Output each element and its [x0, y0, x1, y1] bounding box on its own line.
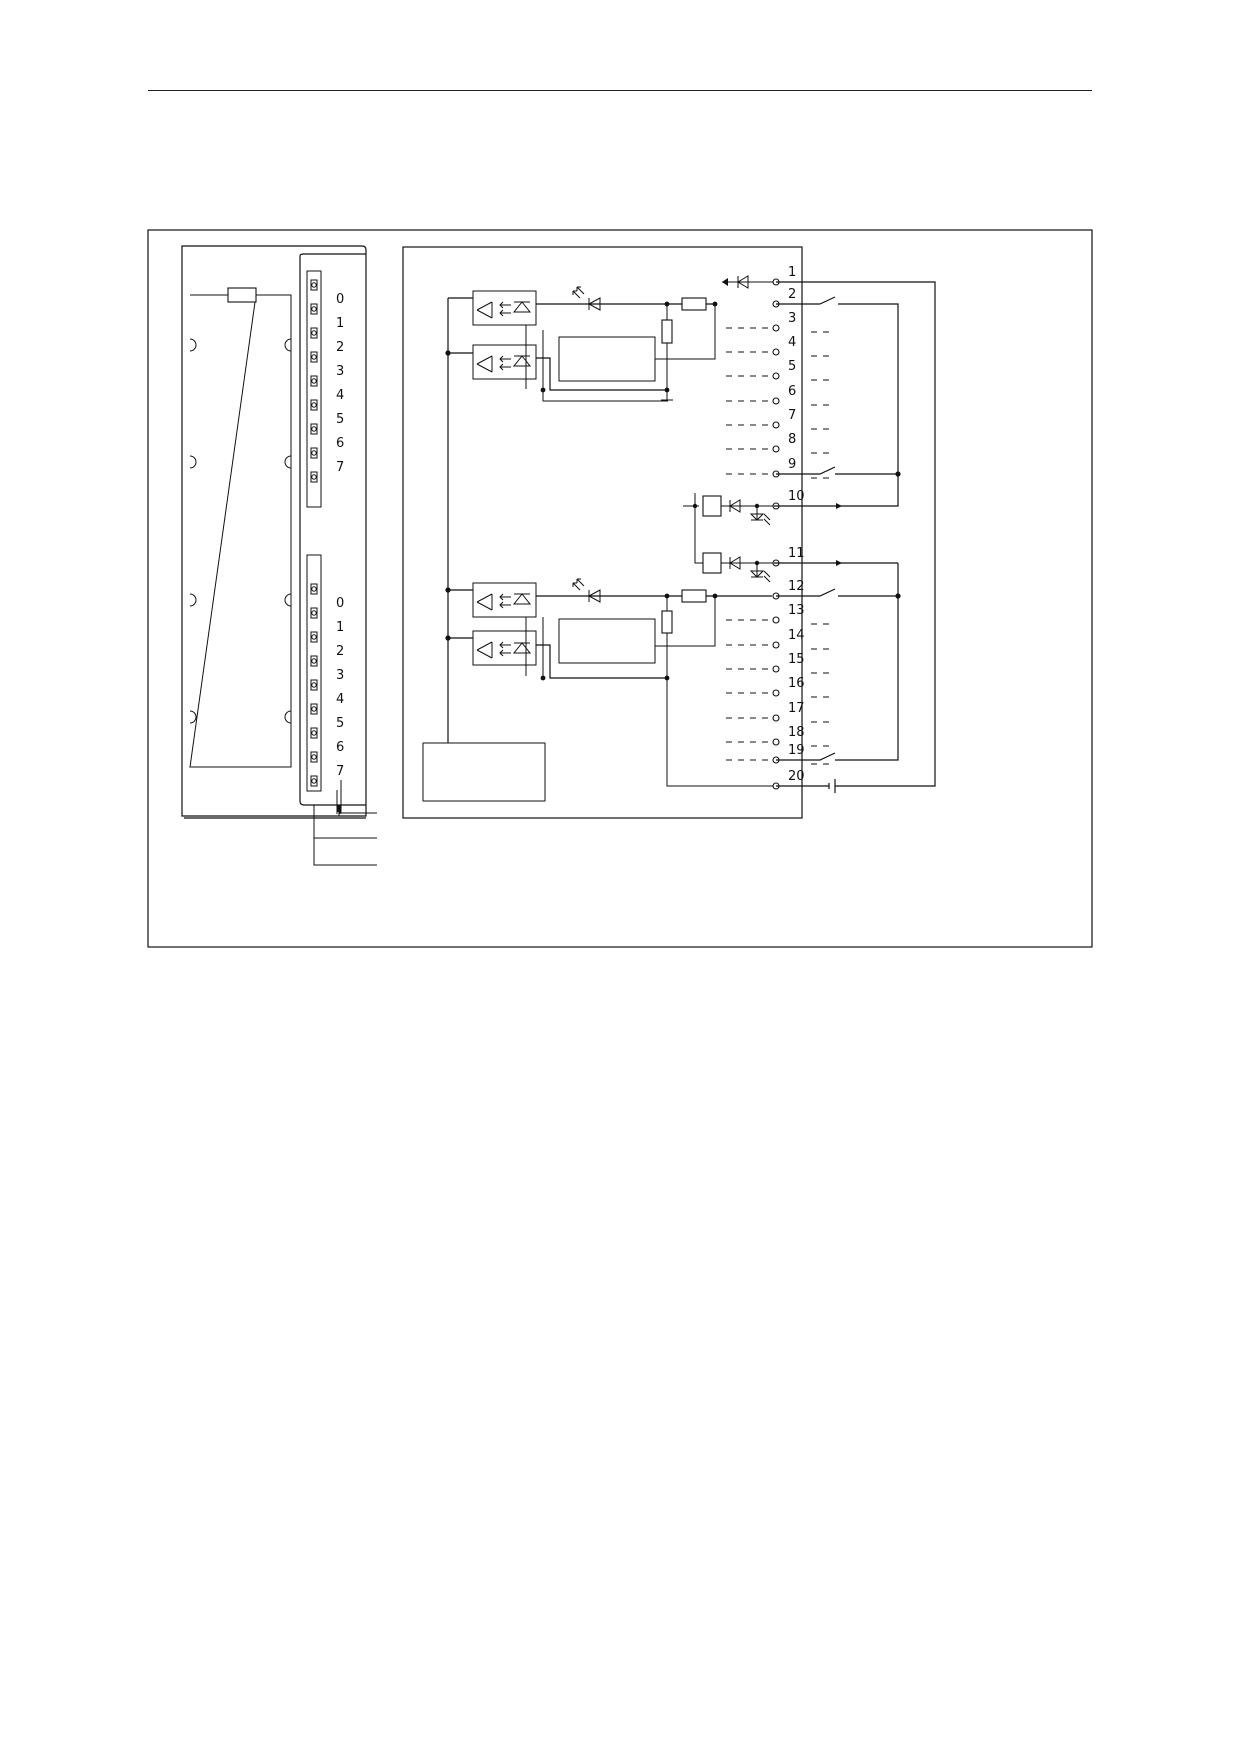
terminal-number: 10 — [788, 489, 805, 504]
optocoupler-group-upper — [448, 286, 716, 402]
led-slot — [310, 327, 318, 339]
led-slot — [310, 423, 318, 435]
external-wiring — [774, 281, 936, 793]
led-slot — [310, 727, 318, 739]
terminal-number: 5 — [788, 359, 796, 374]
led-slot — [310, 471, 318, 483]
page-header-rule — [148, 90, 1092, 91]
terminal-number: 11 — [788, 546, 805, 561]
led-channel-label: 4 — [336, 692, 344, 707]
led-slot — [310, 351, 318, 363]
terminal-number: 8 — [788, 432, 796, 447]
terminal-9: 9 — [726, 457, 835, 479]
terminal-number: 16 — [788, 676, 805, 691]
terminal-number: 7 — [788, 408, 796, 423]
led-channel-label: 2 — [336, 340, 344, 355]
supply-block — [422, 742, 546, 802]
terminal-14: 14 — [726, 628, 835, 650]
terminal-15: 15 — [726, 652, 835, 674]
terminal-number: 13 — [788, 603, 805, 618]
optocoupler-group-lower — [448, 578, 773, 787]
led-slot — [310, 703, 318, 715]
terminal-number: 17 — [788, 701, 805, 716]
led-channel-label: 3 — [336, 668, 344, 683]
terminal-number: 12 — [788, 579, 805, 594]
led-slot — [310, 399, 318, 411]
led-slot — [310, 751, 318, 763]
led-slot — [310, 583, 318, 595]
led-slot — [310, 775, 318, 787]
terminal-17: 17 — [726, 701, 835, 723]
terminal-3: 3 — [726, 311, 835, 333]
led-channel-label: 6 — [336, 740, 344, 755]
led-slot — [310, 447, 318, 459]
terminal-16: 16 — [726, 676, 835, 698]
led-channel-label: 3 — [336, 364, 344, 379]
terminal-number: 19 — [788, 743, 805, 758]
terminal-number: 14 — [788, 628, 805, 643]
terminal-number: 9 — [788, 457, 796, 472]
terminal-4: 4 — [726, 335, 835, 357]
led-channel-label: 1 — [336, 316, 344, 331]
terminal-number: 3 — [788, 311, 796, 326]
terminal-19: 19 — [726, 743, 835, 765]
terminal-6: 6 — [726, 384, 835, 406]
led-channel-label: 1 — [336, 620, 344, 635]
terminal-12: 12 — [772, 579, 805, 600]
terminal-8: 8 — [726, 432, 835, 454]
led-channel-label: 2 — [336, 644, 344, 659]
led-channel-label: 7 — [336, 764, 344, 779]
led-slot — [310, 279, 318, 291]
led-strip — [310, 279, 318, 787]
led-channel-label: 0 — [336, 292, 344, 307]
terminal-number: 18 — [788, 725, 805, 740]
led-slot — [310, 375, 318, 387]
led-channel-label: 4 — [336, 388, 344, 403]
terminal-7: 7 — [726, 408, 835, 430]
terminal-5: 5 — [726, 359, 835, 381]
led-slot — [310, 303, 318, 315]
terminal-number: 2 — [788, 287, 796, 302]
terminal-number: 15 — [788, 652, 805, 667]
led-channel-labels: 0 1 2 3 4 5 6 7 0 1 2 3 4 5 6 7 — [336, 292, 344, 779]
figure-frame — [147, 229, 1093, 948]
terminal-18: 18 — [726, 725, 835, 747]
module-front-view: 0 1 2 3 4 5 6 7 0 1 2 3 4 5 6 7 — [181, 245, 377, 866]
led-channel-label: 5 — [336, 412, 344, 427]
led-channel-label: 7 — [336, 460, 344, 475]
terminal-13: 13 — [726, 603, 835, 625]
led-channel-label: 0 — [336, 596, 344, 611]
led-channel-label: 6 — [336, 436, 344, 451]
terminal-number: 6 — [788, 384, 796, 399]
led-channel-label: 5 — [336, 716, 344, 731]
led-slot — [310, 679, 318, 691]
terminal-number: 1 — [788, 265, 796, 280]
terminal-number: 4 — [788, 335, 796, 350]
led-slot — [310, 631, 318, 643]
terminal-number: 20 — [788, 769, 805, 784]
led-slot — [310, 607, 318, 619]
led-slot — [310, 655, 318, 667]
